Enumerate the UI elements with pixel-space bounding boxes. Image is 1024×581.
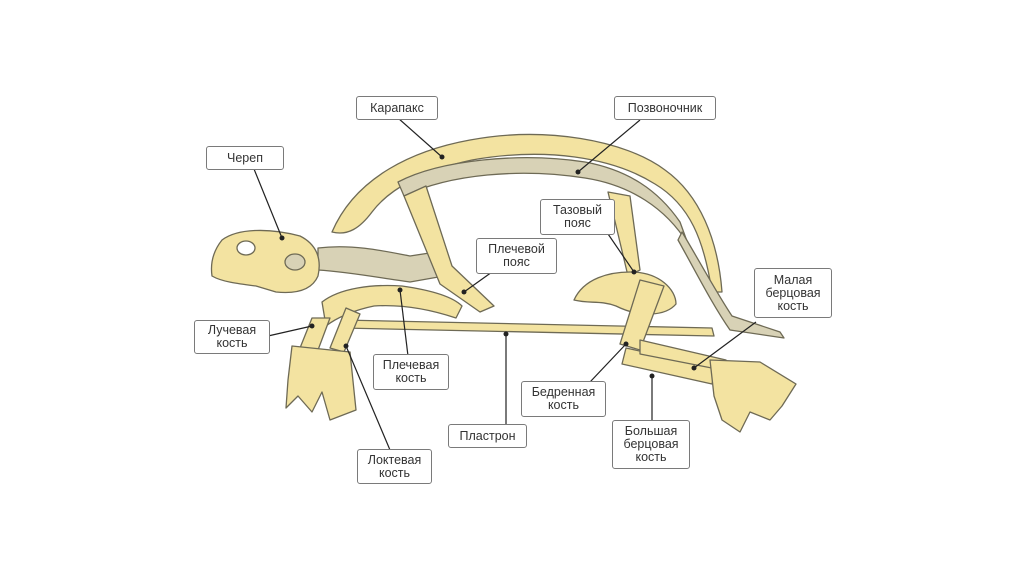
leader-spine	[577, 119, 641, 173]
label-plastron: Пластрон	[448, 424, 527, 448]
label-fibula: Малая берцовая кость	[754, 268, 832, 318]
leader-fibula	[693, 321, 757, 369]
leader-skull	[253, 168, 283, 239]
shoulder-girdle-shape	[403, 185, 495, 313]
rear-foot-shape	[709, 359, 797, 433]
label-humerus: Плечевая кость	[373, 354, 449, 390]
label-radius: Лучевая кость	[194, 320, 270, 354]
label-femur: Бедренная кость	[521, 381, 606, 417]
label-skull: Череп	[206, 146, 284, 170]
leader-femur	[589, 343, 627, 383]
leader-carapace	[397, 117, 443, 158]
label-carapace: Карапакс	[356, 96, 438, 120]
label-ulna: Локтевая кость	[357, 449, 432, 484]
label-tibia: Большая берцовая кость	[612, 420, 690, 469]
plastron-shape	[341, 319, 715, 337]
neck-shape	[317, 246, 445, 283]
leader-shoulder-girdle	[463, 271, 493, 293]
leader-humerus	[399, 289, 409, 357]
leader-radius	[267, 325, 313, 337]
humerus-shape	[321, 284, 463, 327]
label-pelvic-girdle: Тазовый пояс	[540, 199, 615, 235]
front-foot-shape	[285, 345, 357, 421]
label-shoulder-girdle: Плечевой пояс	[476, 238, 557, 274]
leader-ulna	[345, 345, 391, 451]
label-spine: Позвоночник	[614, 96, 716, 120]
leader-pelvic-girdle	[605, 230, 635, 273]
tail-shape	[677, 231, 785, 339]
radius-shape	[299, 317, 331, 351]
pelvic-girdle-shape	[607, 191, 641, 277]
